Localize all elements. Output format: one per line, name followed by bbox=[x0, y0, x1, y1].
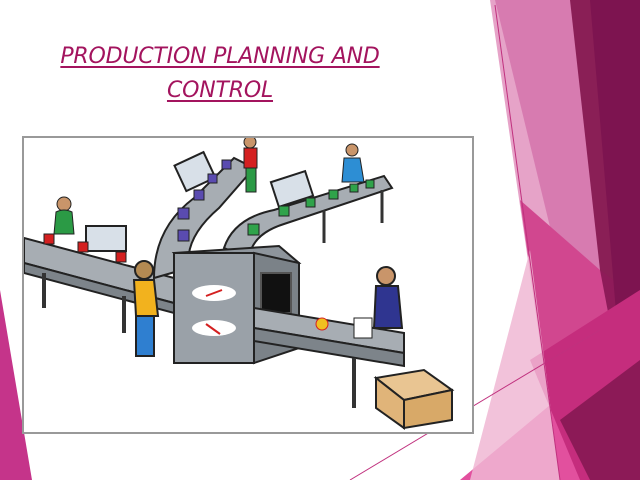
title-line-1: PRODUCTION PLANNING AND bbox=[60, 44, 380, 69]
production-line-illustration bbox=[22, 135, 474, 434]
factory-clipart bbox=[23, 135, 455, 430]
title-line-2: CONTROL bbox=[166, 78, 274, 103]
slide-title: PRODUCTION PLANNING AND CONTROL bbox=[40, 40, 400, 108]
